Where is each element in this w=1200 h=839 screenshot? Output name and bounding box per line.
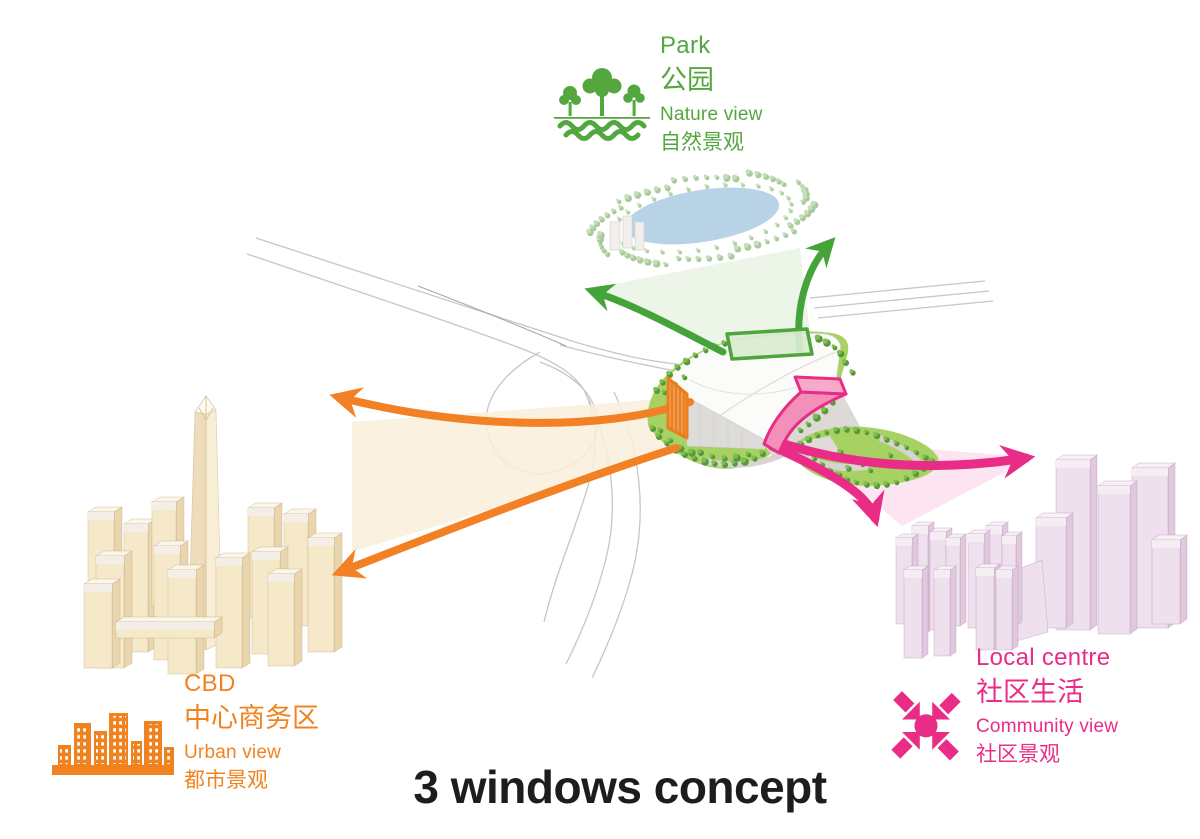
cbd-view-label-zh: 都市景观 [184,769,268,792]
cbd-building-models [82,394,344,675]
cbd-arrow-upper [329,387,694,427]
converging-arrows-icon [891,691,961,761]
local-centre-view-label-zh: 社区景观 [976,743,1060,766]
park-arrow-left [584,283,727,356]
cbd-title-zh: 中心商务区 [184,703,319,733]
cbd-title: CBD [184,670,236,697]
cbd-view-window [666,376,689,440]
park-title: Park [660,32,711,59]
city-skyline-icon [52,713,174,775]
cbd-view-label: Urban view [184,742,282,763]
park-lake [624,187,780,245]
cbd-label: CBD 中心商务区 Urban view 都市景观 [184,670,319,792]
building-site [647,331,939,490]
park-view-window [725,327,814,361]
view-arrows [329,237,1036,579]
local-centre-label: Local centre 社区生活 Community view 社区景观 [976,644,1119,766]
cbd-view-cone [352,398,676,552]
park-view-label-zh: 自然景观 [660,131,744,154]
park-title-zh: 公园 [660,65,714,95]
local-centre-title-zh: 社区生活 [976,677,1084,707]
local-centre-building-models [894,454,1189,659]
park-trees-icon [554,68,650,141]
park-label: Park 公园 Nature view 自然景观 [660,32,763,154]
local-centre-view-label: Community view [976,716,1119,737]
local-centre-title: Local centre [976,644,1111,671]
cbd-arrow-lower [331,444,680,579]
local-arrow-right [770,436,1036,479]
park-illustration [586,169,819,268]
local-arrow-down [767,441,885,528]
park-buildings [609,215,645,251]
diagram-title: 3 windows concept [413,761,827,813]
local-view-window [762,375,848,455]
park-view-label: Nature view [660,104,763,125]
view-windows [666,327,848,455]
